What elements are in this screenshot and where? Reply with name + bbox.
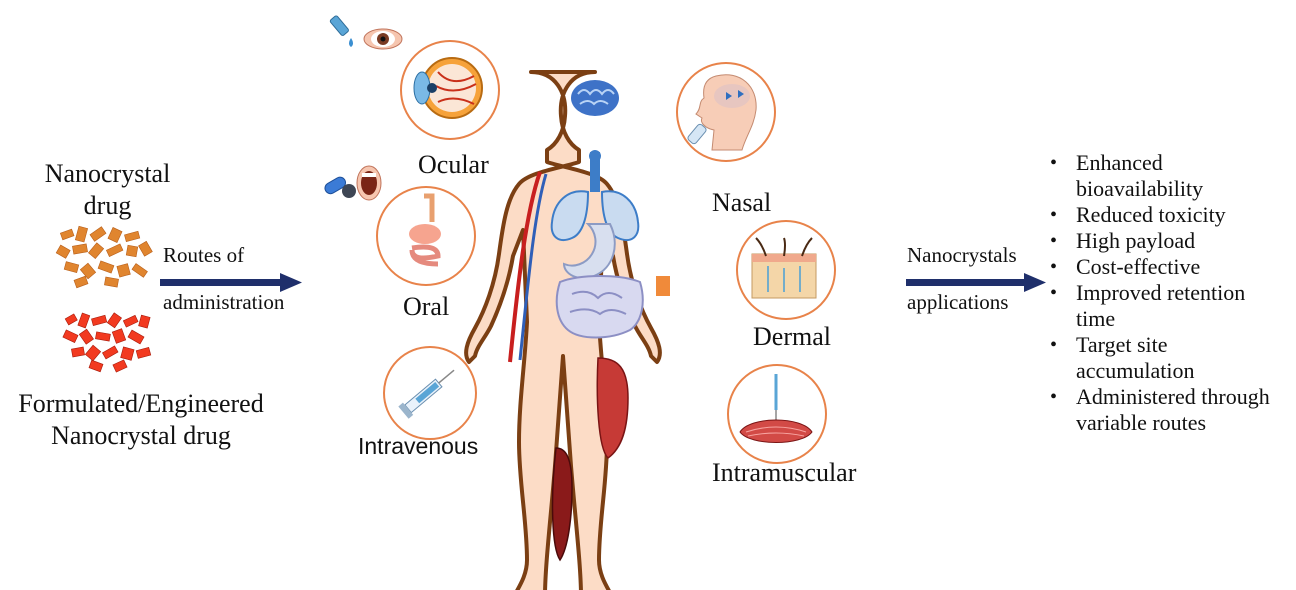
mouth-icon [356,164,382,202]
nasal-label: Nasal [712,188,771,218]
benefit-item: Target siteaccumulation [1046,332,1296,384]
benefit-item: Enhancedbioavailability [1046,150,1296,202]
intramuscular-muscle-icon [736,372,816,450]
administration-label: administration [163,290,284,315]
benefit-item: Improved retentiontime [1046,280,1296,332]
benefit-item: Reduced toxicity [1046,202,1296,228]
applications-label: applications [907,290,1008,315]
pill-icon [322,174,358,200]
brain-icon [571,80,619,116]
dermal-label: Dermal [753,322,831,352]
oral-digestive-icon [400,192,450,276]
routes-label: Routes of [163,243,244,268]
intramuscular-label: Intramuscular [712,458,856,488]
eye-drop-icon [333,14,363,50]
eye-icon [362,26,404,52]
engineered-drug-label: Formulated/Engineered Nanocrystal drug [0,388,282,452]
muscle-icon [597,358,628,458]
dermal-patch-icon [656,276,670,296]
nasal-head-icon [686,70,766,152]
benefits-list: Enhancedbioavailability Reduced toxicity… [1046,150,1296,436]
benefit-item: Administered throughvariable routes [1046,384,1296,436]
engineered-crystals-icon [62,312,157,374]
nanocrystal-drug-label: Nanocrystal drug [20,158,195,222]
plain-crystals-icon [55,225,155,290]
benefit-item: Cost-effective [1046,254,1296,280]
benefit-item: High payload [1046,228,1296,254]
nanocrystals-label: Nanocrystals [907,243,1017,268]
syringe-icon [392,360,464,424]
skin-icon [748,236,820,300]
oral-label: Oral [403,292,449,322]
